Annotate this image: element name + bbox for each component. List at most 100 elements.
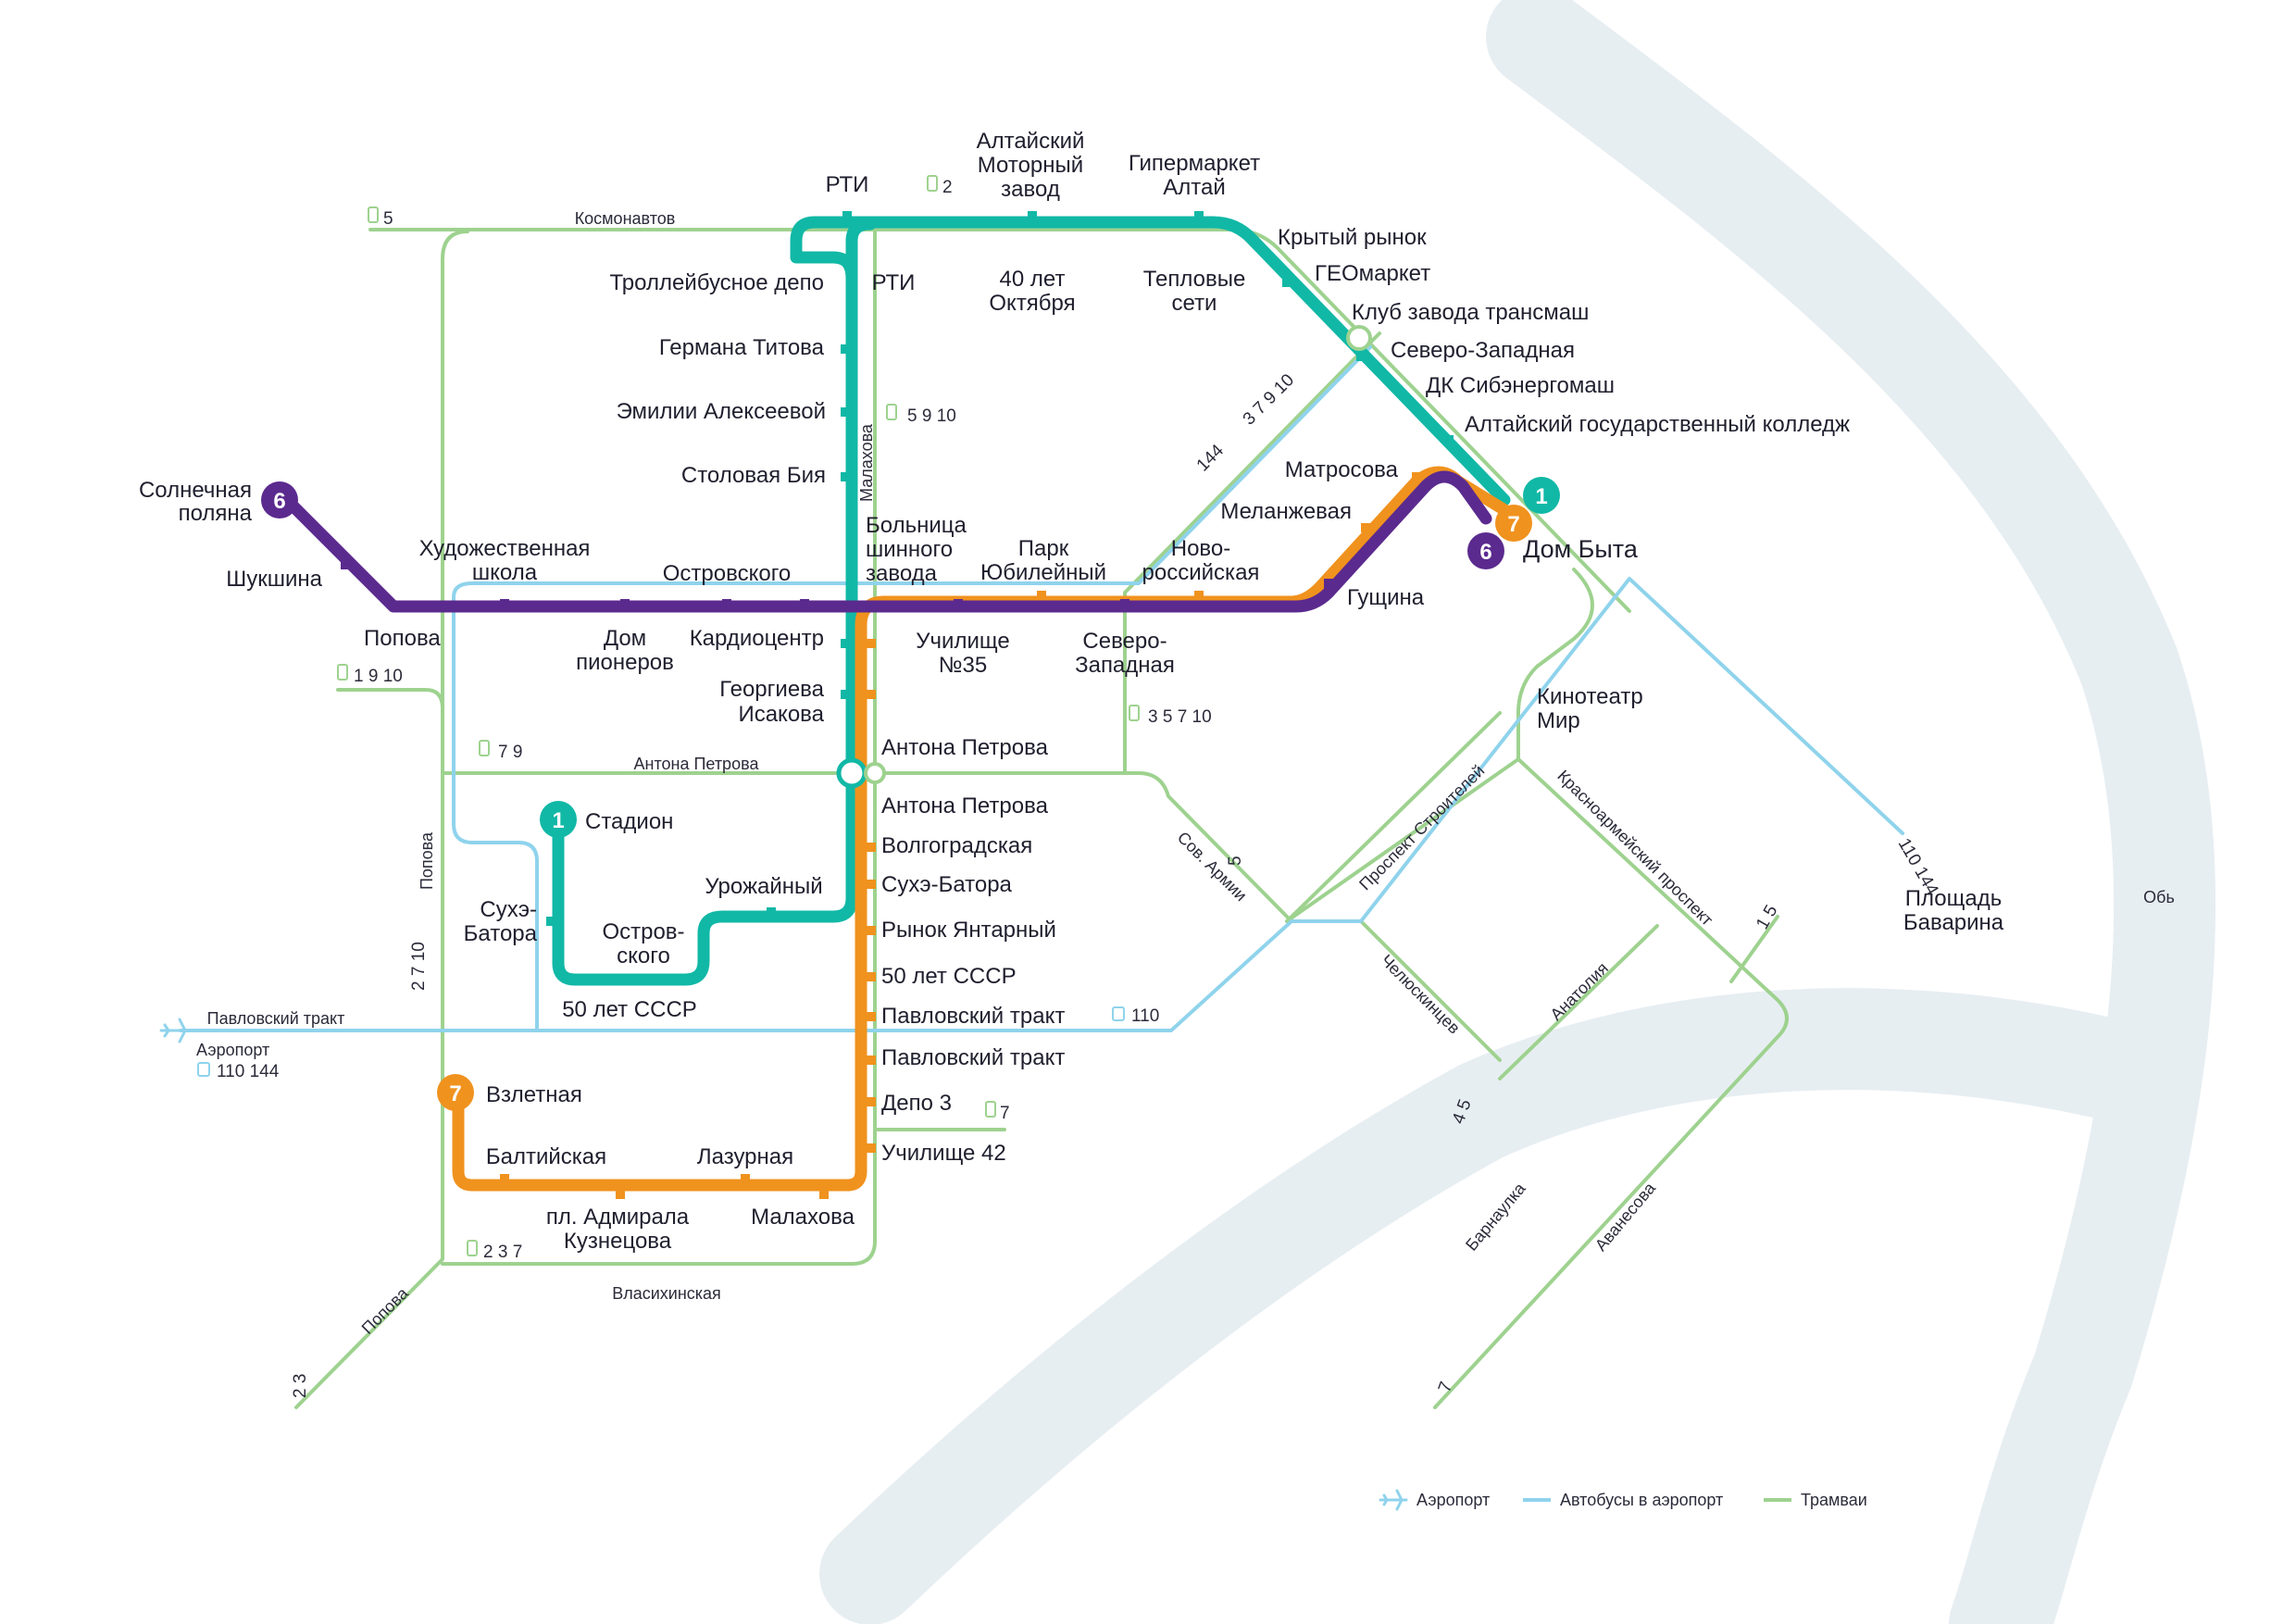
station-ticks	[341, 211, 1454, 1199]
station-geomarket: ГЕОмаркет	[1315, 261, 1430, 286]
tram-anatoliya	[1498, 924, 1659, 1081]
station-pavl2: Павловский тракт	[881, 1045, 1065, 1070]
tram-stop-37910: 3 7 9 10	[1240, 370, 1298, 429]
station-matrosova: Матросова	[1285, 457, 1399, 482]
station-antona-top: Антона Петрова	[881, 735, 1049, 760]
station-ostrov2: Остров-ского	[602, 919, 684, 968]
river-ob	[1486, 0, 2216, 1624]
transfer-hub-tram	[864, 762, 886, 784]
street-aeroport: Аэропорт	[196, 1041, 269, 1059]
svg-text:3 7 9 10: 3 7 9 10	[1240, 370, 1298, 429]
bus-stop-144: 144	[1193, 441, 1229, 476]
tram-right-curve	[1285, 568, 1594, 923]
station-vzletnaya: Взлетная	[486, 1082, 582, 1107]
street-krasnoarm: Красноармейский проспект	[1554, 767, 1716, 930]
station-dom-byta: Дом Быта	[1523, 535, 1639, 563]
station-krytyi: Крытый рынок	[1278, 225, 1427, 250]
tram-stop-5910: 5 9 10	[886, 404, 956, 426]
tram-stop-2: 2	[927, 175, 953, 197]
rivers	[819, 0, 2216, 1624]
route-6-badge-start: 6	[261, 481, 298, 518]
street-popova2: Попова	[358, 1283, 413, 1338]
tram-popova-left	[294, 230, 469, 1409]
station-severo-mid: Северо-Западная	[1075, 629, 1175, 678]
svg-text:5: 5	[383, 209, 393, 229]
route-7-badge-start: 7	[437, 1074, 474, 1111]
station-agk: Алтайский государственный колледж	[1465, 412, 1850, 437]
station-sukhe-l: Сухэ-Батора	[464, 897, 538, 946]
station-uchilishe42: Училище 42	[881, 1141, 1006, 1166]
street-kosmonavtov: Космонавтов	[575, 209, 676, 228]
route-1-line	[552, 216, 1511, 986]
station-malakhova: Малахова	[751, 1205, 855, 1230]
tram-severo-spur	[1123, 331, 1381, 775]
street-popova1: Попова	[418, 831, 436, 890]
svg-text:2: 2	[942, 178, 953, 197]
river-barnaulka	[819, 988, 2180, 1624]
tram-stop-79: 7 9	[479, 740, 522, 762]
svg-text:110 144: 110 144	[217, 1062, 280, 1081]
tram-stop-5-sov: 5	[1226, 856, 1245, 866]
tram-stop-35710: 3 5 7 10	[1129, 705, 1212, 727]
route-7-badge-end: 7	[1495, 505, 1532, 542]
svg-text:1: 1	[552, 808, 564, 833]
bus-stop-110-mid: 110	[1112, 1006, 1159, 1026]
svg-text:6: 6	[273, 489, 285, 514]
bus-stop-110144-air: 110 144	[197, 1062, 280, 1081]
route-6-badge-end: 6	[1467, 532, 1504, 569]
svg-text:7 9: 7 9	[498, 743, 522, 762]
transfer-hub-top	[1346, 325, 1372, 351]
svg-text:5 9 10: 5 9 10	[907, 406, 956, 426]
legend-airport	[1379, 1489, 1408, 1511]
tram-antona	[441, 771, 1502, 1062]
transfer-hub	[836, 757, 867, 789]
route-1-upper	[845, 218, 877, 284]
tram-15	[1729, 915, 1779, 983]
svg-text:7: 7	[1435, 1380, 1456, 1395]
street-vlasikhinskaya: Власихинская	[612, 1284, 721, 1303]
station-klub: Клуб завода трансмаш	[1352, 300, 1589, 325]
station-trolley: Троллейбусное депо	[609, 270, 824, 295]
tram-1910	[336, 688, 444, 710]
station-baltiyskaya: Балтийская	[486, 1144, 606, 1169]
bus-network	[179, 345, 1904, 1032]
tram-stop-237: 2 3 7	[467, 1240, 522, 1262]
legend-airport-label: Аэропорт	[1416, 1491, 1490, 1509]
street-malakhova: Малахова	[857, 423, 876, 502]
transit-labels: 5 2 5 9 10 144 3 7 9 10 1 9 10 7 9 3 5 7…	[197, 175, 1942, 1398]
bus-airport-main	[179, 577, 1904, 1032]
station-pavl1: Павловский тракт	[881, 1004, 1065, 1029]
route-6-line	[285, 470, 1492, 613]
svg-text:1 5: 1 5	[1753, 902, 1781, 932]
station-stadion: Стадион	[585, 809, 673, 834]
route-1-badge-end: 1	[1523, 477, 1560, 514]
svg-text:3 5 7 10: 3 5 7 10	[1148, 707, 1212, 727]
station-50let-r: 50 лет СССР	[881, 964, 1017, 989]
station-depo3: Депо 3	[881, 1091, 952, 1116]
street-antona: Антона Петрова	[634, 755, 760, 773]
tram-sov-armii	[1285, 711, 1502, 923]
tram-malakhova	[441, 230, 877, 1266]
street-chelyuskincev: Челюскинцев	[1378, 951, 1464, 1037]
svg-text:7: 7	[1000, 1104, 1010, 1123]
station-rynok: Рынок Янтарный	[881, 918, 1056, 943]
station-emilii: Эмилии Алексеевой	[617, 399, 826, 424]
street-prospekt: Проспект Строителей	[1355, 761, 1488, 893]
tram-stop-23: 2 3	[291, 1374, 310, 1398]
svg-text:2 7 10: 2 7 10	[409, 942, 429, 991]
legend: Аэропорт Автобусы в аэропорт Трамваи	[1379, 1489, 1867, 1511]
route-badges: 6 1 7 6 1 7	[261, 477, 1560, 1111]
bus-loop-left	[452, 345, 1372, 1032]
street-anatoliya: Анатолия	[1547, 959, 1612, 1024]
legend-bus-label: Автобусы в аэропорт	[1560, 1491, 1723, 1509]
svg-text:110: 110	[1131, 1006, 1159, 1026]
tram-stop-7-bottom: 7	[1435, 1380, 1456, 1395]
